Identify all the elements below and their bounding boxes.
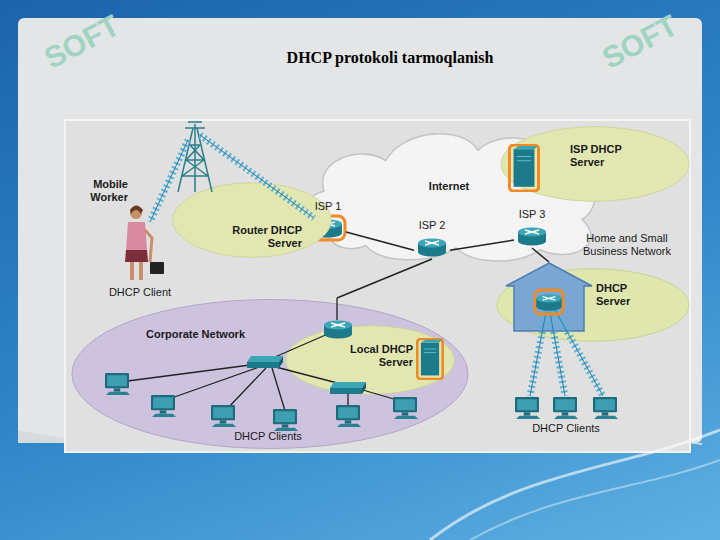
node-label: ISP DHCP Server xyxy=(570,143,638,169)
figure-label: Mobile Worker xyxy=(78,178,128,204)
pc-icon xyxy=(515,397,540,419)
node-label: ISP 2 xyxy=(408,219,456,232)
pc-icon xyxy=(593,397,618,419)
pc-icon xyxy=(105,373,130,395)
network-link xyxy=(532,248,549,262)
node-label: ISP 1 xyxy=(304,200,352,213)
pc-icon xyxy=(151,395,176,417)
diagram-panel xyxy=(65,120,690,452)
node-sublabel: DHCP Clients xyxy=(208,430,328,443)
router-glow xyxy=(535,290,563,314)
node-label: Home and Small Business Network xyxy=(565,232,689,258)
decor-curve xyxy=(430,430,720,540)
pc-icon xyxy=(211,405,236,427)
wireless-link xyxy=(150,135,603,396)
network-link xyxy=(450,240,514,250)
ellipse-outline xyxy=(172,182,332,258)
watermark: SOFT xyxy=(597,9,683,75)
server-icon xyxy=(417,339,443,379)
switch-icon xyxy=(330,382,366,394)
pc-icon xyxy=(393,397,418,419)
router-node: ISP 2 xyxy=(414,219,450,259)
pc-icon xyxy=(336,405,361,427)
dhcp-server-zone: Router DHCP Server xyxy=(172,182,332,258)
router-icon xyxy=(536,294,561,310)
slide-title: DHCP protokoli tarmoqlanish xyxy=(160,48,620,67)
router-icon xyxy=(414,235,450,259)
pc-icon xyxy=(273,409,298,431)
cell-tower xyxy=(178,122,212,192)
node-label: DHCP Server xyxy=(596,282,650,308)
watermark: SOFT xyxy=(39,9,125,75)
node-label: Corporate Network xyxy=(146,328,280,341)
figure-label: DHCP Client xyxy=(96,286,184,299)
network-link xyxy=(337,259,432,298)
node-label: Router DHCP Server xyxy=(212,224,302,250)
network-link xyxy=(346,232,414,250)
pc-icon xyxy=(553,397,578,419)
group-label: DHCP Clients xyxy=(514,422,618,435)
corporate-network-zone: Corporate NetworkDHCP Clients Local DHCP … xyxy=(70,298,470,450)
server-icon xyxy=(509,145,538,191)
router-node: ISP 3 xyxy=(514,208,550,248)
node-label: ISP 3 xyxy=(508,208,556,221)
node-label: Internet xyxy=(418,180,480,193)
router-icon xyxy=(514,224,550,248)
switch-icon xyxy=(247,356,283,368)
mobile-worker-figure xyxy=(125,206,164,281)
router-icon xyxy=(324,321,352,339)
node-label: Local DHCP Server xyxy=(331,343,413,369)
decor-curve xyxy=(470,460,720,540)
